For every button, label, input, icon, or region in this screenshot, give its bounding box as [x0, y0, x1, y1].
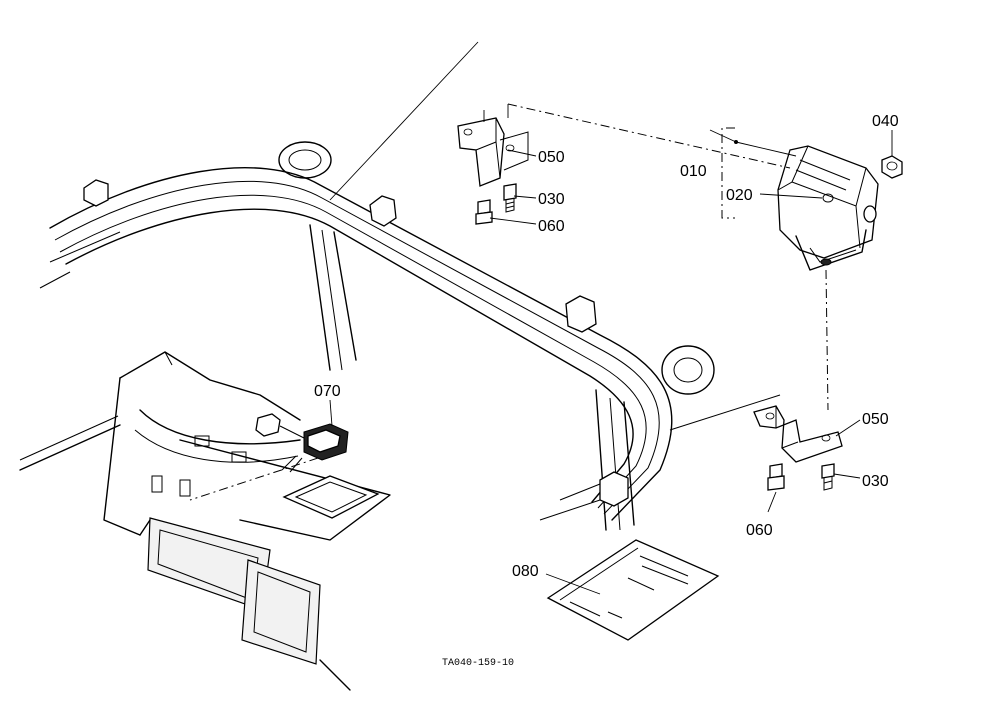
upper-bracket: [329, 41, 791, 225]
callout-080: 080: [512, 563, 539, 580]
lower-bracket: [753, 405, 843, 491]
work-lamp: [721, 127, 903, 411]
callout-030-bottom: 030: [862, 473, 889, 490]
callout-040: 040: [872, 113, 899, 130]
switch-assembly: [189, 413, 349, 501]
instruction-manual: [546, 539, 720, 641]
callout-010: 010: [680, 163, 707, 180]
callout-060-bottom: 060: [746, 522, 773, 539]
dashboard-panel: [19, 351, 391, 691]
callout-050-top: 050: [538, 149, 565, 166]
leader-lines: [329, 129, 861, 595]
callout-070: 070: [314, 383, 341, 400]
callout-020: 020: [726, 187, 753, 204]
rollover-frame: [39, 141, 781, 531]
callout-060-top: 060: [538, 218, 565, 235]
callout-030-top: 030: [538, 191, 565, 208]
callout-050-bottom: 050: [862, 411, 889, 428]
reference-code: TA040-159-10: [442, 658, 514, 669]
